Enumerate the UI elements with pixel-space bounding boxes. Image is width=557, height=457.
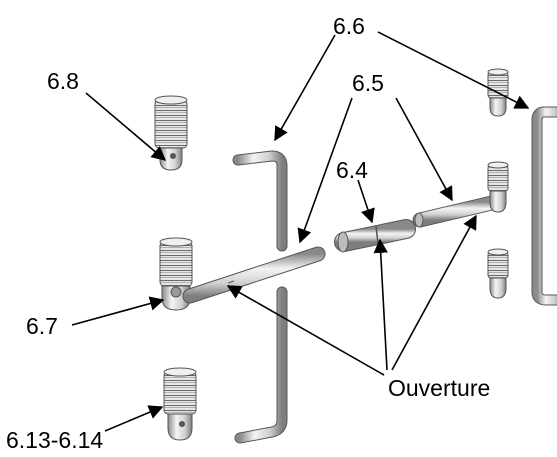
label-6-13-6-14: 6.13-6.14: [6, 427, 104, 453]
arrow-6-7: [71, 296, 165, 326]
fitting-right-top: [487, 68, 509, 117]
part-6-5-tube-right: [412, 194, 504, 228]
label-opening: Ouverture: [388, 375, 491, 401]
part-6-5-tube-left: [182, 246, 326, 304]
arrow-opening-2: [373, 238, 388, 371]
arrow-opening-1: [226, 285, 385, 376]
label-6-6: 6.6: [333, 13, 365, 39]
label-6-4: 6.4: [336, 157, 368, 183]
arrow-6-5-right: [395, 97, 453, 202]
arrow-6-13-6-14: [104, 405, 164, 432]
arrow-opening-3: [391, 214, 477, 371]
arrow-6-8: [85, 92, 167, 161]
leader-arrows: [71, 31, 530, 432]
arrow-6-6-left: [274, 34, 336, 142]
part-6-13-6-14-fitting: [163, 367, 197, 441]
part-6-4-coupling: [334, 219, 416, 253]
arrow-6-5-left: [297, 97, 353, 244]
fitting-right-bottom: [487, 248, 509, 299]
part-6-8-fitting: [154, 95, 188, 171]
label-6-5: 6.5: [352, 70, 384, 96]
arrow-6-6-right: [377, 31, 530, 109]
part-6-6-bar-right: [531, 106, 557, 306]
label-6-8: 6.8: [47, 68, 79, 94]
arrow-6-4: [357, 179, 375, 224]
part-6-6-bar-left: [232, 150, 288, 444]
label-6-7: 6.7: [26, 313, 58, 339]
fitting-right-middle: [487, 161, 509, 213]
